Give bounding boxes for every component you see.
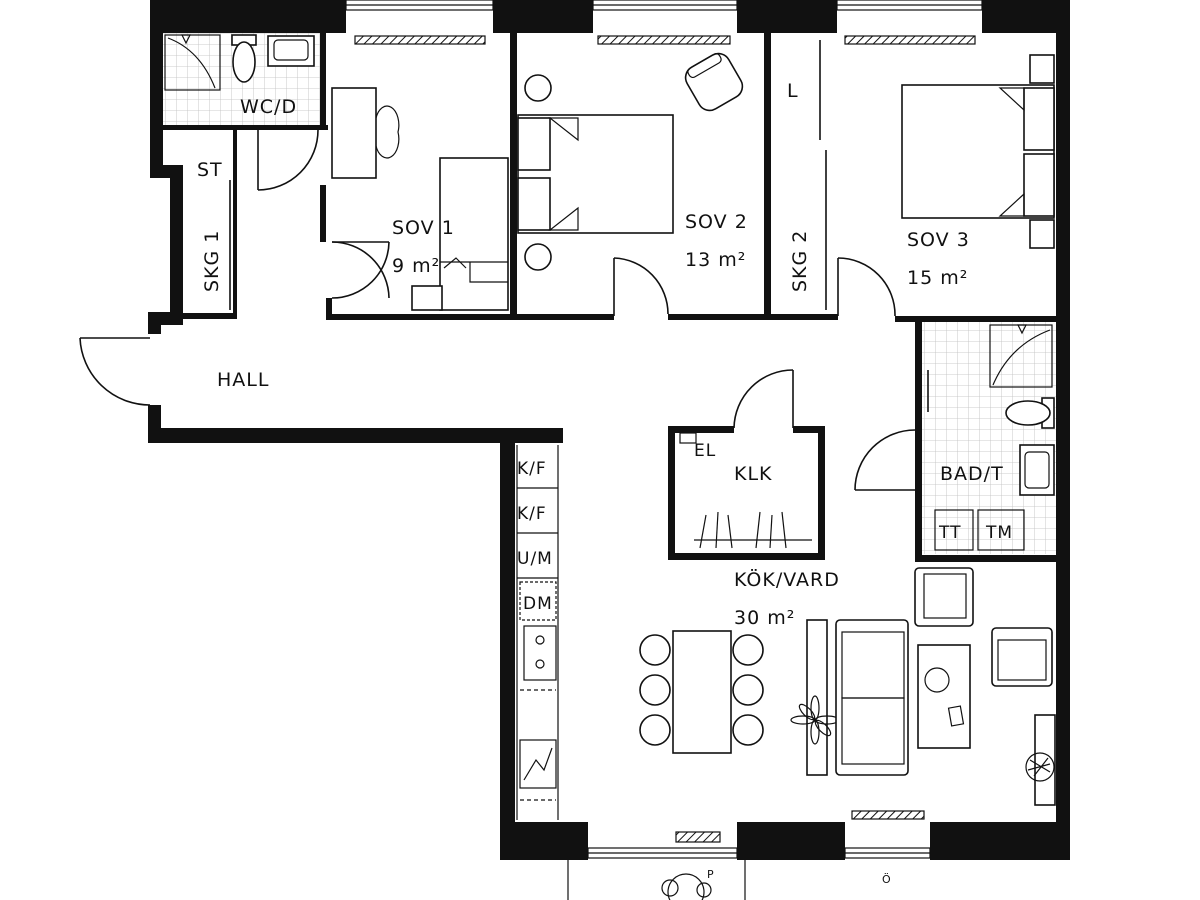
sov3-label: SOV 3 (907, 229, 970, 251)
fridge-freezer-label-1: K/F (517, 459, 547, 479)
dishwasher-label: DM (523, 594, 553, 614)
exterior-walls (148, 0, 1070, 860)
sov3-area: 15 m² (907, 267, 968, 289)
sov3-furniture (901, 54, 1055, 249)
hall-label: HALL (217, 369, 269, 391)
tm-label: TM (985, 523, 1013, 543)
room-labels: WC/D ST SKG 1 SOV 1 9 m² SOV 2 13 m² L S… (197, 80, 1013, 629)
doors (79, 40, 916, 491)
linen-label: L (787, 80, 799, 102)
dining-set (639, 630, 764, 754)
balcony (567, 860, 746, 900)
appliance-labels: K/F K/F U/M DM (517, 459, 553, 614)
klk-label: KLK (734, 463, 773, 485)
sov1-furniture (331, 87, 509, 311)
tt-label: TT (938, 523, 961, 543)
bath-label: BAD/T (940, 463, 1004, 485)
oven-micro-label: U/M (517, 549, 553, 569)
st-label: ST (197, 159, 223, 181)
sov1-area: 9 m² (392, 255, 440, 277)
wc-fixtures (164, 34, 315, 91)
bath-tile-floor (922, 322, 1056, 554)
interior-walls (158, 33, 1056, 562)
el-label: EL (694, 441, 716, 461)
sov1-label: SOV 1 (392, 217, 455, 239)
kitchen-living-label: KÖK/VARD (734, 568, 840, 591)
bottom-windows (587, 810, 931, 859)
living-furniture (790, 567, 1056, 806)
bathroom-fixtures (927, 324, 1055, 551)
fridge-freezer-label-2: K/F (517, 504, 547, 524)
balcony-o-label: Ö (882, 873, 891, 886)
sov2-furniture (517, 52, 744, 271)
sov2-area: 13 m² (685, 249, 746, 271)
sov2-label: SOV 2 (685, 211, 748, 233)
skg1-label: SKG 1 (201, 230, 223, 292)
balcony-p-label: P (707, 868, 714, 881)
kitchen-living-area: 30 m² (734, 607, 795, 629)
wc-label: WC/D (240, 96, 297, 118)
top-windows (345, 0, 983, 45)
kitchen-counter (516, 445, 559, 820)
klk-interior (679, 432, 812, 549)
skg2-label: SKG 2 (789, 230, 811, 292)
